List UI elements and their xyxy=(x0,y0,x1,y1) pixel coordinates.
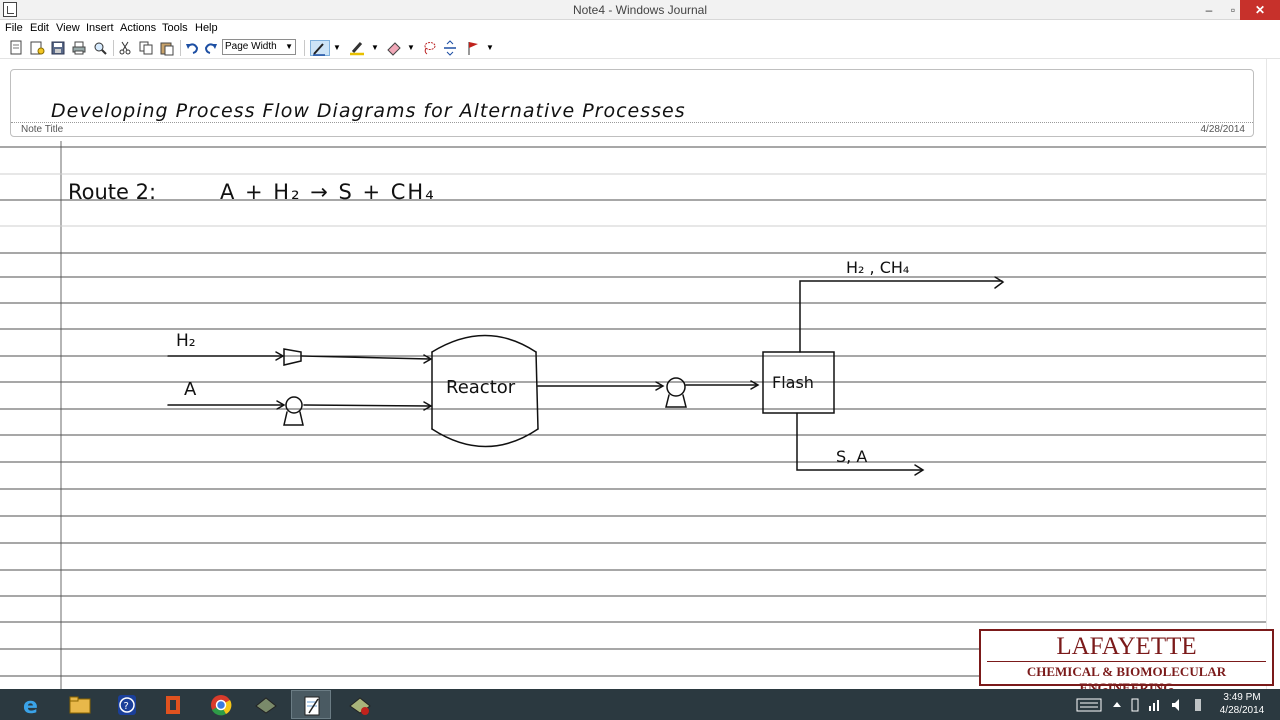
toolbar: Page Width ▼ ▼ ▼ ▼ ▼ xyxy=(0,37,1280,59)
pen-icon[interactable] xyxy=(310,40,330,56)
zoom-select[interactable]: Page Width ▼ xyxy=(222,39,296,55)
internet-explorer-icon[interactable]: e xyxy=(12,690,52,719)
lasso-icon[interactable] xyxy=(421,40,437,56)
paste-icon[interactable] xyxy=(159,40,175,56)
window-title: Note4 - Windows Journal xyxy=(572,3,708,17)
svg-text:e: e xyxy=(23,694,38,716)
note-title-area[interactable]: Developing Process Flow Diagrams for Alt… xyxy=(10,69,1254,137)
office-icon[interactable] xyxy=(153,690,193,719)
file-explorer-icon[interactable] xyxy=(60,690,100,719)
network-icon xyxy=(1149,700,1159,711)
menu-tools[interactable]: Tools xyxy=(162,22,188,34)
title-bar: Note4 - Windows Journal – ▫ ✕ xyxy=(0,0,1280,20)
screen-recorder-icon[interactable] xyxy=(340,690,380,719)
flag-icon[interactable] xyxy=(465,40,481,56)
vertical-scrollbar[interactable] xyxy=(1266,59,1280,689)
windows-journal-icon[interactable] xyxy=(291,690,331,719)
h2-feed-label: H₂ xyxy=(176,331,196,351)
process-flow-diagram xyxy=(167,276,1005,476)
reactor-vessel xyxy=(431,334,537,353)
copy-icon[interactable] xyxy=(138,40,154,56)
a-feed-label: A xyxy=(184,379,197,400)
windows-journal-app-icon[interactable] xyxy=(3,2,17,17)
pen-dropdown-icon[interactable]: ▼ xyxy=(333,43,341,52)
highlighter-icon[interactable] xyxy=(349,40,365,56)
flash-drum xyxy=(762,351,835,414)
ruled-lines xyxy=(0,141,1266,689)
flash-label: Flash xyxy=(772,373,814,392)
undo-icon[interactable] xyxy=(184,40,200,56)
product-pump-symbol xyxy=(666,377,686,397)
cut-icon[interactable] xyxy=(117,40,133,56)
logo-divider xyxy=(987,661,1266,662)
insert-space-icon[interactable] xyxy=(442,40,458,56)
redo-icon[interactable] xyxy=(203,40,219,56)
system-tray xyxy=(1076,698,1201,712)
close-button[interactable]: ✕ xyxy=(1240,0,1280,20)
route-label: Route 2: xyxy=(68,180,157,204)
menu-file[interactable]: File xyxy=(5,22,23,34)
compressor-symbol xyxy=(283,348,302,366)
highlighter-dropdown-icon[interactable]: ▼ xyxy=(371,43,379,52)
title-divider xyxy=(11,122,1253,123)
minimize-button[interactable]: – xyxy=(1205,3,1213,17)
lafayette-logo: LAFAYETTE CHEMICAL & BIOMOLECULAR ENGINE… xyxy=(979,629,1274,695)
find-icon[interactable] xyxy=(92,40,108,56)
eraser-icon[interactable] xyxy=(386,40,402,56)
app-icon[interactable] xyxy=(246,690,286,719)
note-title-label: Note Title xyxy=(21,124,64,135)
print-icon[interactable] xyxy=(71,40,87,56)
menu-help[interactable]: Help xyxy=(195,22,218,34)
note-date: 4/28/2014 xyxy=(1200,124,1246,135)
help-icon[interactable]: ? xyxy=(107,690,147,719)
maximize-button[interactable]: ▫ xyxy=(1230,3,1236,17)
journal-page[interactable]: Developing Process Flow Diagrams for Alt… xyxy=(0,59,1280,689)
zoom-select-value: Page Width xyxy=(225,41,277,52)
feed-pump-symbol xyxy=(285,396,303,414)
menu-actions[interactable]: Actions xyxy=(120,22,157,34)
reactor-label: Reactor xyxy=(446,377,516,398)
show-hidden-icons-icon xyxy=(1113,702,1121,707)
menu-view[interactable]: View xyxy=(56,22,80,34)
chrome-icon[interactable] xyxy=(201,690,241,719)
flag-dropdown-icon[interactable]: ▼ xyxy=(486,43,494,52)
page-heading: Developing Process Flow Diagrams for Alt… xyxy=(51,100,686,122)
action-center-icon xyxy=(1195,699,1201,711)
chevron-down-icon: ▼ xyxy=(285,42,293,51)
svg-text:?: ? xyxy=(124,701,129,712)
menu-bar: File Edit View Insert Actions Tools Help xyxy=(0,20,1280,37)
taskbar: e ? 3:49 PM 4/28/2014 xyxy=(0,689,1280,720)
menu-edit[interactable]: Edit xyxy=(30,22,49,34)
top-product-label: H₂ , CH₄ xyxy=(846,258,910,277)
clock-date[interactable]: 4/28/2014 xyxy=(1219,705,1265,716)
volume-icon xyxy=(1172,699,1179,711)
battery-icon xyxy=(1131,698,1139,712)
new-page-icon[interactable] xyxy=(8,40,24,56)
eraser-dropdown-icon[interactable]: ▼ xyxy=(407,43,415,52)
menu-insert[interactable]: Insert xyxy=(86,22,114,34)
reaction-equation: A + H₂ → S + CH₄ xyxy=(220,180,436,204)
bottom-product-label: S, A xyxy=(836,447,868,466)
logo-name: LAFAYETTE xyxy=(1056,633,1197,660)
new-note-icon[interactable] xyxy=(29,40,45,56)
save-icon[interactable] xyxy=(50,40,66,56)
clock-time[interactable]: 3:49 PM xyxy=(1223,692,1261,703)
keyboard-icon xyxy=(1076,698,1102,712)
